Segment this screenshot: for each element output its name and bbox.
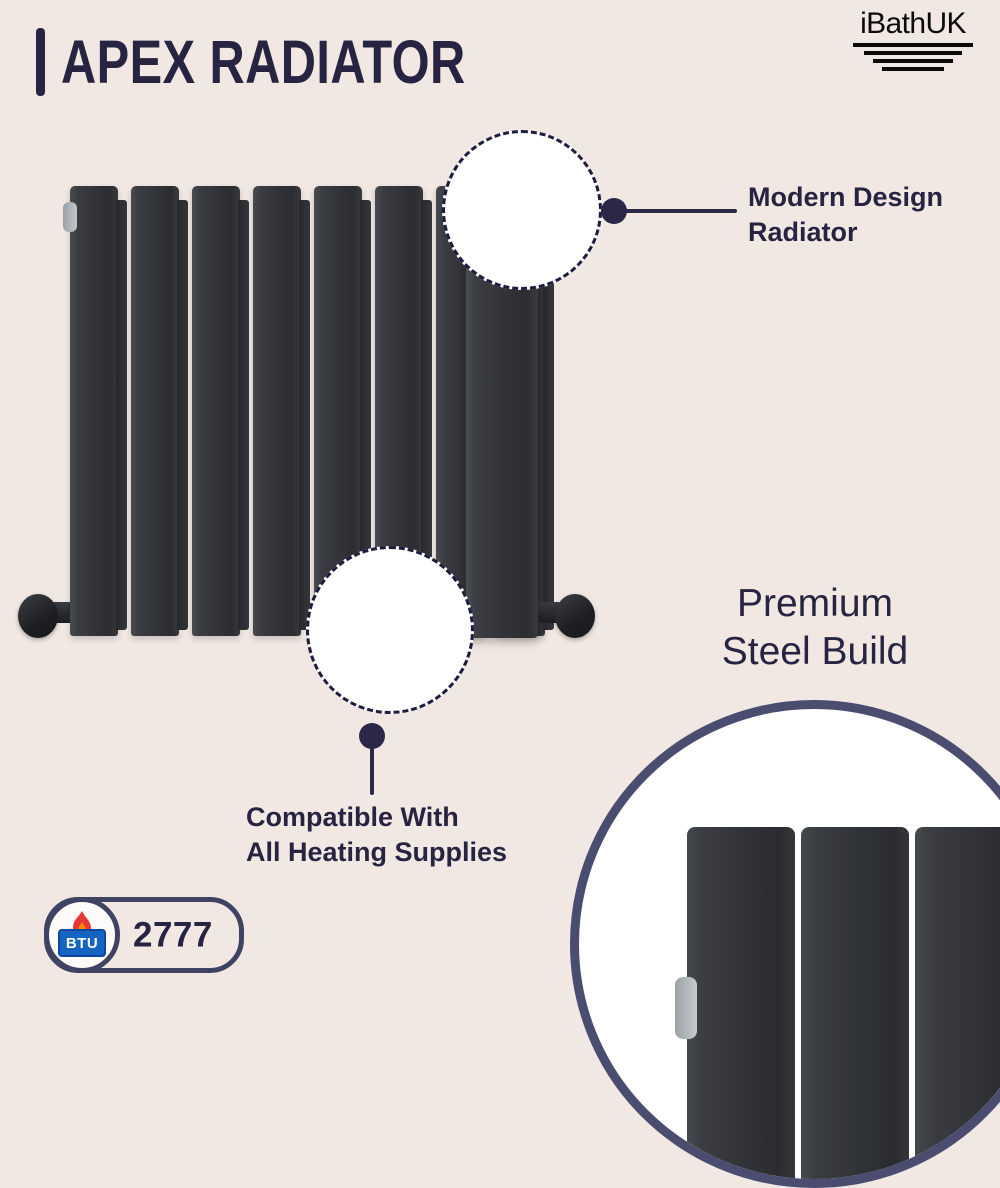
callout-leader-modern-design	[625, 209, 737, 213]
brand-logo-underlines	[840, 42, 986, 71]
callout-dot-modern-design	[601, 198, 627, 224]
title-accent-bar	[36, 28, 45, 96]
btu-badge: BTU 2777	[44, 897, 244, 973]
page-title: APEX RADIATOR	[36, 28, 567, 96]
radiator-product-image	[18, 186, 595, 638]
radiator-panel	[253, 186, 310, 636]
brand-logo-text: iBathUK	[860, 7, 966, 40]
callout-compatible-line2: All Heating Supplies	[246, 837, 508, 868]
logo-line-3	[873, 58, 953, 63]
radiator-panel	[192, 186, 249, 636]
corner-detail-circle	[570, 700, 1000, 1188]
detail-panel-1	[675, 827, 795, 1179]
callout-leader-compatible	[370, 745, 374, 795]
callout-modern-line1: Modern Design	[748, 182, 944, 212]
corner-detail-content	[579, 709, 1000, 1179]
detail-panel-2	[801, 827, 909, 1179]
feature-line1: Premium	[736, 582, 894, 625]
magnifier-top-ring	[442, 130, 602, 290]
callout-compatible-line1: Compatible With	[246, 802, 459, 832]
feature-label-premium-steel: Premium Steel Build	[650, 580, 980, 675]
valve-right	[538, 590, 595, 638]
valve-left-knob	[18, 594, 58, 638]
callout-label-modern-design: Modern Design Radiator	[748, 180, 998, 250]
btu-plate-label: BTU	[65, 934, 99, 952]
radiator-panel	[131, 186, 188, 636]
detail-panel-endcap	[675, 977, 697, 1039]
logo-line-1	[853, 42, 973, 47]
detail-panel-3	[915, 827, 1000, 1179]
btu-plate: BTU	[58, 929, 106, 957]
btu-value: 2777	[133, 915, 213, 955]
title-text: APEX RADIATOR	[61, 27, 466, 96]
magnifier-bottom-ring	[306, 546, 474, 714]
logo-line-2	[864, 50, 962, 55]
callout-dot-compatible	[359, 723, 385, 749]
panel-endcap-left	[63, 202, 77, 232]
valve-right-knob	[555, 594, 595, 638]
infographic-canvas: APEX RADIATOR iBathUK	[18, 8, 1000, 1188]
callout-modern-line2: Radiator	[748, 217, 858, 248]
brand-logo: iBathUK	[840, 8, 986, 71]
btu-flame-icon: BTU	[44, 897, 120, 973]
valve-left	[18, 590, 76, 638]
radiator-panel	[70, 186, 127, 636]
logo-line-4	[882, 66, 944, 71]
feature-line2: Steel Build	[721, 629, 909, 673]
callout-label-compatible: Compatible With All Heating Supplies	[246, 800, 576, 870]
